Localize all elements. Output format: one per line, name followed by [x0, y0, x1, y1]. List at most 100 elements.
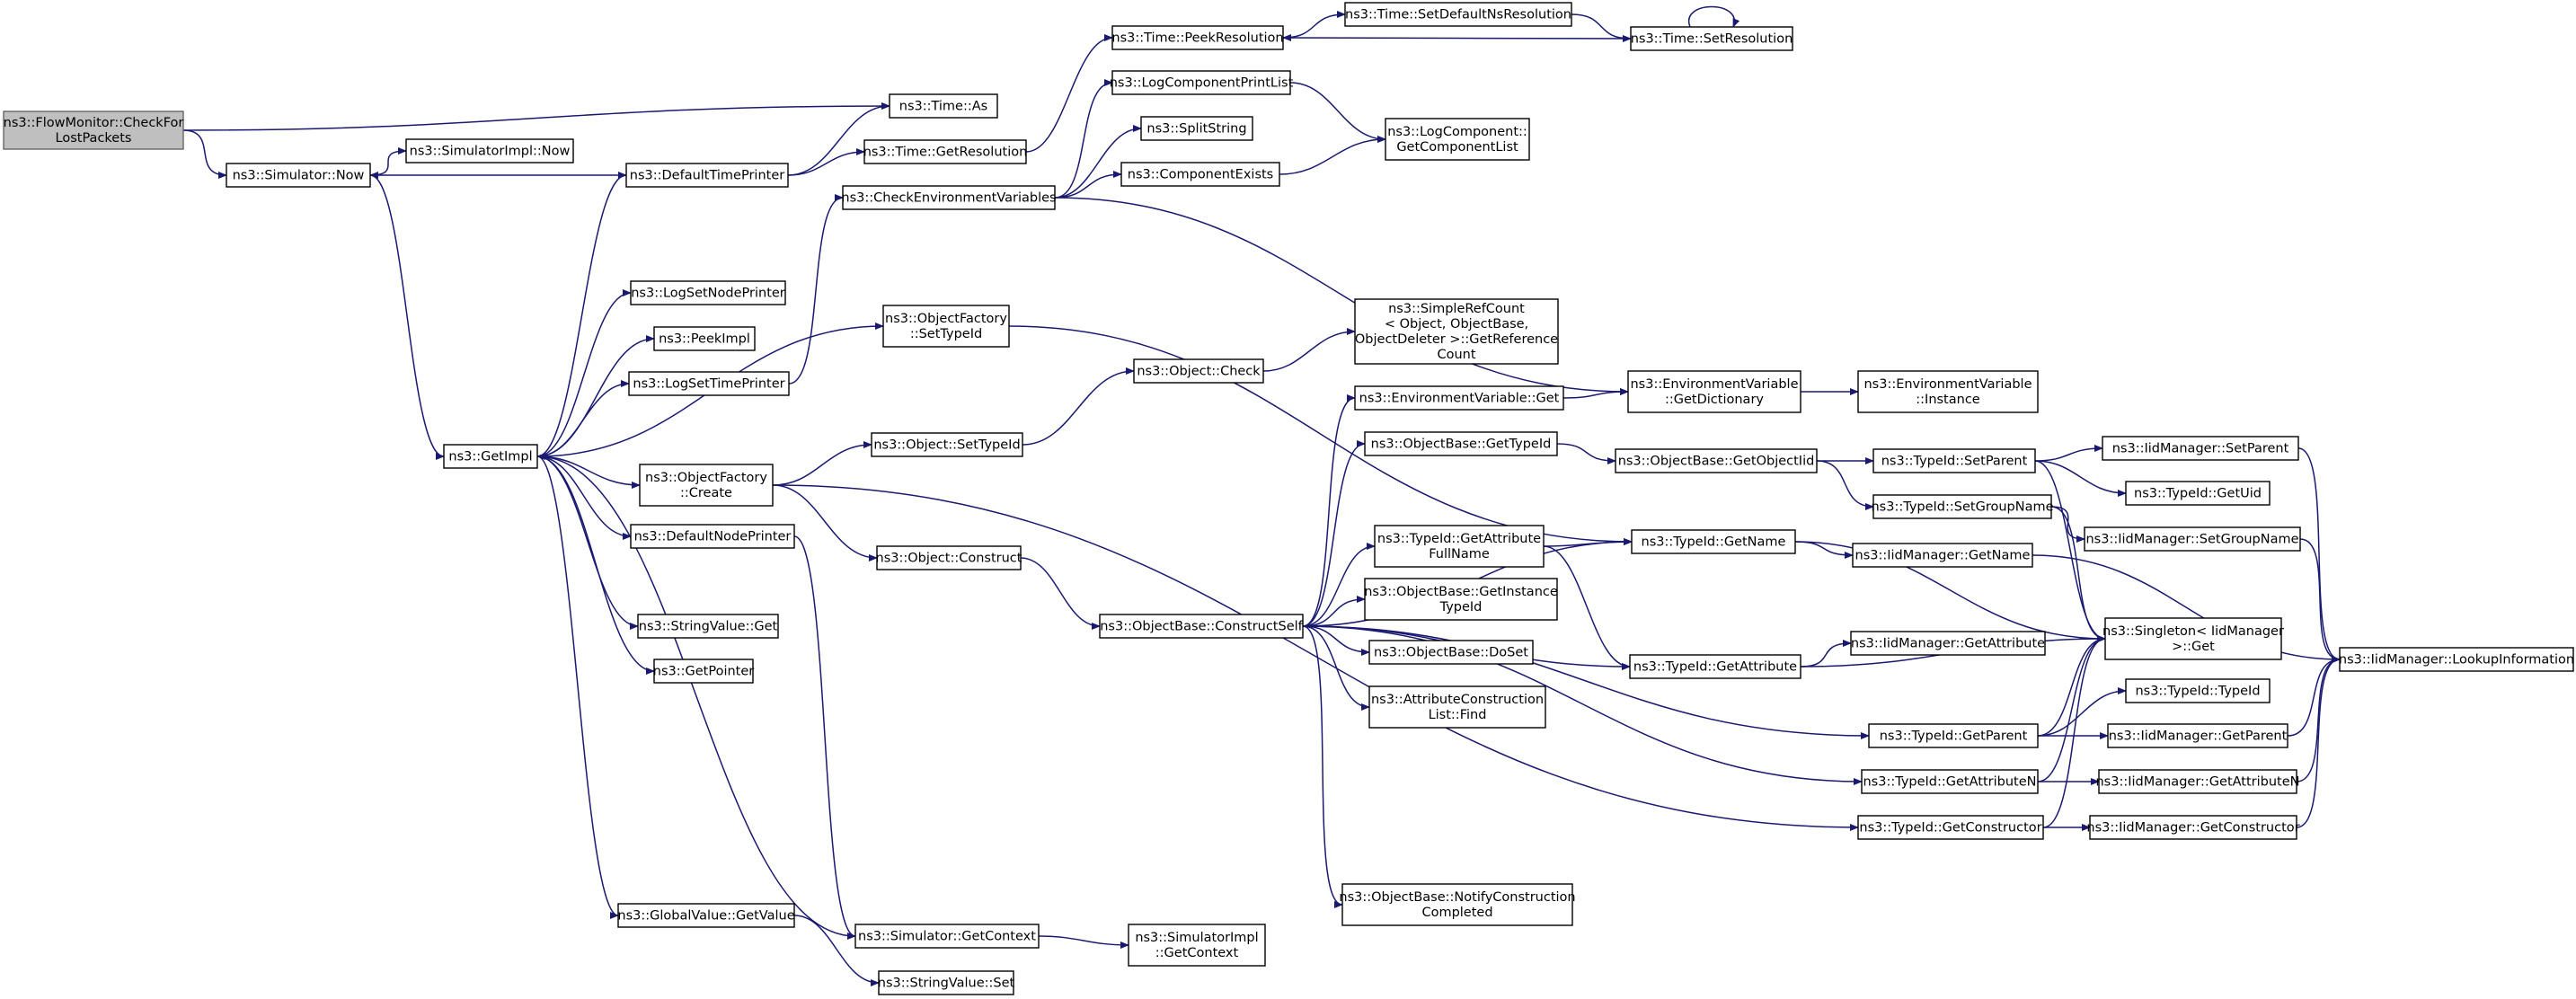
- node-label: >::Get: [2172, 640, 2215, 654]
- node-tidgetparent[interactable]: ns3::TypeId::GetParent: [1868, 723, 2039, 748]
- node-setdefaultns[interactable]: ns3::Time::SetDefaultNsResolution: [1344, 2, 1572, 27]
- node-simgetcontext[interactable]: ns3::Simulator::GetContext: [854, 924, 1040, 949]
- node-setres[interactable]: ns3::Time::SetResolution: [1630, 26, 1793, 51]
- node-tidsetgroupname[interactable]: ns3::TypeId::SetGroupName: [1871, 494, 2054, 519]
- node-tidgetname[interactable]: ns3::TypeId::GetName: [1631, 529, 1796, 554]
- edge-ofcreate-to-tidgetcons: [772, 484, 1859, 831]
- node-globalgetvalue[interactable]: ns3::GlobalValue::GetValue: [617, 903, 795, 928]
- node-objsettypeid[interactable]: ns3::Object::SetTypeId: [871, 432, 1023, 457]
- node-logsettime[interactable]: ns3::LogSetTimePrinter: [628, 371, 790, 396]
- edges: [182, 5, 2341, 986]
- node-box: [637, 614, 779, 639]
- node-simimplnow[interactable]: ns3::SimulatorImpl::Now: [405, 138, 574, 164]
- node-iidgetname[interactable]: ns3::IidManager::GetName: [1852, 543, 2033, 568]
- node-tidgetattr[interactable]: ns3::TypeId::GetAttribute: [1629, 654, 1801, 679]
- node-simnow[interactable]: ns3::Simulator::Now: [226, 163, 371, 188]
- node-label: ns3::TypeId::TypeId: [2135, 685, 2260, 699]
- node-iidgetcons[interactable]: ns3::IidManager::GetConstructor: [2086, 815, 2300, 840]
- node-label: ns3::SimulatorImpl::Now: [410, 145, 571, 159]
- node-label: ns3::Time::SetDefaultNsResolution: [1345, 8, 1571, 22]
- node-stringvalueget[interactable]: ns3::StringValue::Get: [637, 614, 779, 639]
- node-label: ns3::TypeId::SetGroupName: [1871, 500, 2053, 515]
- node-iidgetparent[interactable]: ns3::IidManager::GetParent: [2107, 723, 2288, 748]
- node-label: ns3::Singleton< IidManager: [2102, 624, 2284, 639]
- node-obconstructself[interactable]: ns3::ObjectBase::ConstructSelf: [1099, 614, 1304, 639]
- edge-tidgetparent-to-singletonget: [2037, 635, 2106, 737]
- node-simimplgetcontext[interactable]: ns3::SimulatorImpl::GetContext: [1128, 924, 1266, 967]
- node-iidlookup[interactable]: ns3::IidManager::LookupInformation: [2339, 647, 2574, 672]
- node-iidgetattr[interactable]: ns3::IidManager::GetAttribute: [1850, 631, 2046, 656]
- node-ofsettypeid[interactable]: ns3::ObjectFactory::SetTypeId: [882, 305, 1010, 348]
- node-logcomplist[interactable]: ns3::LogComponent::GetComponentList: [1385, 118, 1530, 161]
- node-box: [2107, 723, 2288, 748]
- node-box: [1140, 116, 1253, 141]
- node-box: [1872, 448, 2036, 473]
- node-envinstance[interactable]: ns3::EnvironmentVariable::Instance: [1857, 370, 2039, 413]
- node-obnotify[interactable]: ns3::ObjectBase::NotifyConstructionCompl…: [1339, 883, 1576, 926]
- node-checkenv[interactable]: ns3::CheckEnvironmentVariables: [841, 185, 1057, 210]
- node-singletonget[interactable]: ns3::Singleton< IidManager>::Get: [2102, 617, 2284, 660]
- node-ofcreate[interactable]: ns3::ObjectFactory::Create: [639, 464, 774, 507]
- node-label: ns3::Object::Check: [1137, 365, 1261, 379]
- node-label: ns3::ComponentExists: [1128, 168, 1274, 182]
- node-tidsetparent[interactable]: ns3::TypeId::SetParent: [1872, 448, 2036, 473]
- edge-obconstructself-to-envget: [1302, 394, 1356, 627]
- node-defaultnodeprinter[interactable]: ns3::DefaultNodePrinter: [630, 524, 795, 549]
- edge-simgetcontext-to-simimplgetcontext: [1038, 935, 1129, 949]
- node-label: ns3::GlobalValue::GetValue: [617, 909, 794, 924]
- node-objcheck[interactable]: ns3::Object::Check: [1133, 358, 1264, 384]
- node-label: ns3::ObjectFactory: [645, 471, 767, 485]
- node-label: ObjectDeleter >::GetReference: [1355, 332, 1558, 347]
- edge-setdefaultns-to-setres: [1571, 13, 1632, 42]
- node-stringvalueset[interactable]: ns3::StringValue::Set: [878, 970, 1015, 995]
- node-tidgetuid[interactable]: ns3::TypeId::GetUid: [2125, 481, 2271, 506]
- edge-obconstructself-to-obgetinstance: [1302, 596, 1366, 627]
- node-box: [882, 305, 1010, 348]
- node-label: ns3::IidManager::GetParent: [2109, 729, 2288, 744]
- node-getimpl[interactable]: ns3::GetImpl: [443, 444, 538, 469]
- node-tidgetattrn[interactable]: ns3::TypeId::GetAttributeN: [1861, 769, 2039, 794]
- node-obgettypeid[interactable]: ns3::ObjectBase::GetTypeId: [1364, 431, 1558, 456]
- node-box: [653, 326, 756, 351]
- edge-setres-to-setres: [1687, 5, 1740, 28]
- node-box: [1374, 525, 1545, 568]
- node-getpointer[interactable]: ns3::GetPointer: [653, 659, 755, 684]
- edge-defaulttimeprinter-to-timeas: [787, 102, 890, 176]
- node-defaulttimeprinter[interactable]: ns3::DefaultTimePrinter: [625, 163, 789, 188]
- node-envgetdict[interactable]: ns3::EnvironmentVariable::GetDictionary: [1627, 370, 1801, 413]
- node-label: ::GetDictionary: [1665, 393, 1764, 407]
- node-box: [1120, 162, 1280, 187]
- node-iidgetattrn[interactable]: ns3::IidManager::GetAttributeN: [2095, 769, 2300, 794]
- node-splitstring[interactable]: ns3::SplitString: [1140, 116, 1253, 141]
- node-peekimpl[interactable]: ns3::PeekImpl: [653, 326, 756, 351]
- node-obdoset[interactable]: ns3::ObjectBase::DoSet: [1368, 640, 1534, 665]
- node-box: [2098, 769, 2297, 794]
- node-logprintlist[interactable]: ns3::LogComponentPrintList: [1110, 70, 1294, 95]
- node-peekres[interactable]: ns3::Time::PeekResolution: [1111, 25, 1284, 50]
- node-label: ns3::TypeId::GetAttributeN: [1863, 775, 2036, 790]
- node-logsetnode[interactable]: ns3::LogSetNodePrinter: [630, 280, 786, 305]
- node-tidgetcons[interactable]: ns3::TypeId::GetConstructor: [1857, 815, 2044, 840]
- node-label: ns3::Time::As: [899, 100, 987, 114]
- edge-iidgetparent-to-iidlookup: [2287, 656, 2341, 737]
- node-iidsetparent[interactable]: ns3::IidManager::SetParent: [2102, 436, 2299, 461]
- node-objconstruct[interactable]: ns3::Object::Construct: [876, 545, 1022, 570]
- node-label: ns3::EnvironmentVariable: [1863, 377, 2032, 392]
- node-timeas[interactable]: ns3::Time::As: [889, 93, 998, 119]
- node-envget[interactable]: ns3::EnvironmentVariable::Get: [1354, 385, 1564, 411]
- node-timegetres[interactable]: ns3::Time::GetResolution: [863, 139, 1028, 164]
- node-tidtypeid[interactable]: ns3::TypeId::TypeId: [2125, 678, 2271, 703]
- node-label: FullName: [1429, 547, 1490, 561]
- edge-tidsetgroupname-to-singletonget: [2050, 506, 2106, 642]
- node-obgetobjectiid[interactable]: ns3::ObjectBase::GetObjectIid: [1615, 448, 1818, 473]
- edge-getimpl-to-stringvalueget: [536, 455, 639, 630]
- node-simplerefcount[interactable]: ns3::SimpleRefCount< Object, ObjectBase,…: [1354, 298, 1559, 365]
- node-iidsetgroupname[interactable]: ns3::IidManager::SetGroupName: [2084, 526, 2301, 552]
- node-componentexists[interactable]: ns3::ComponentExists: [1120, 162, 1280, 187]
- edge-iidgetname-to-iidlookup: [2032, 554, 2341, 663]
- node-label: ns3::CheckEnvironmentVariables: [841, 191, 1056, 206]
